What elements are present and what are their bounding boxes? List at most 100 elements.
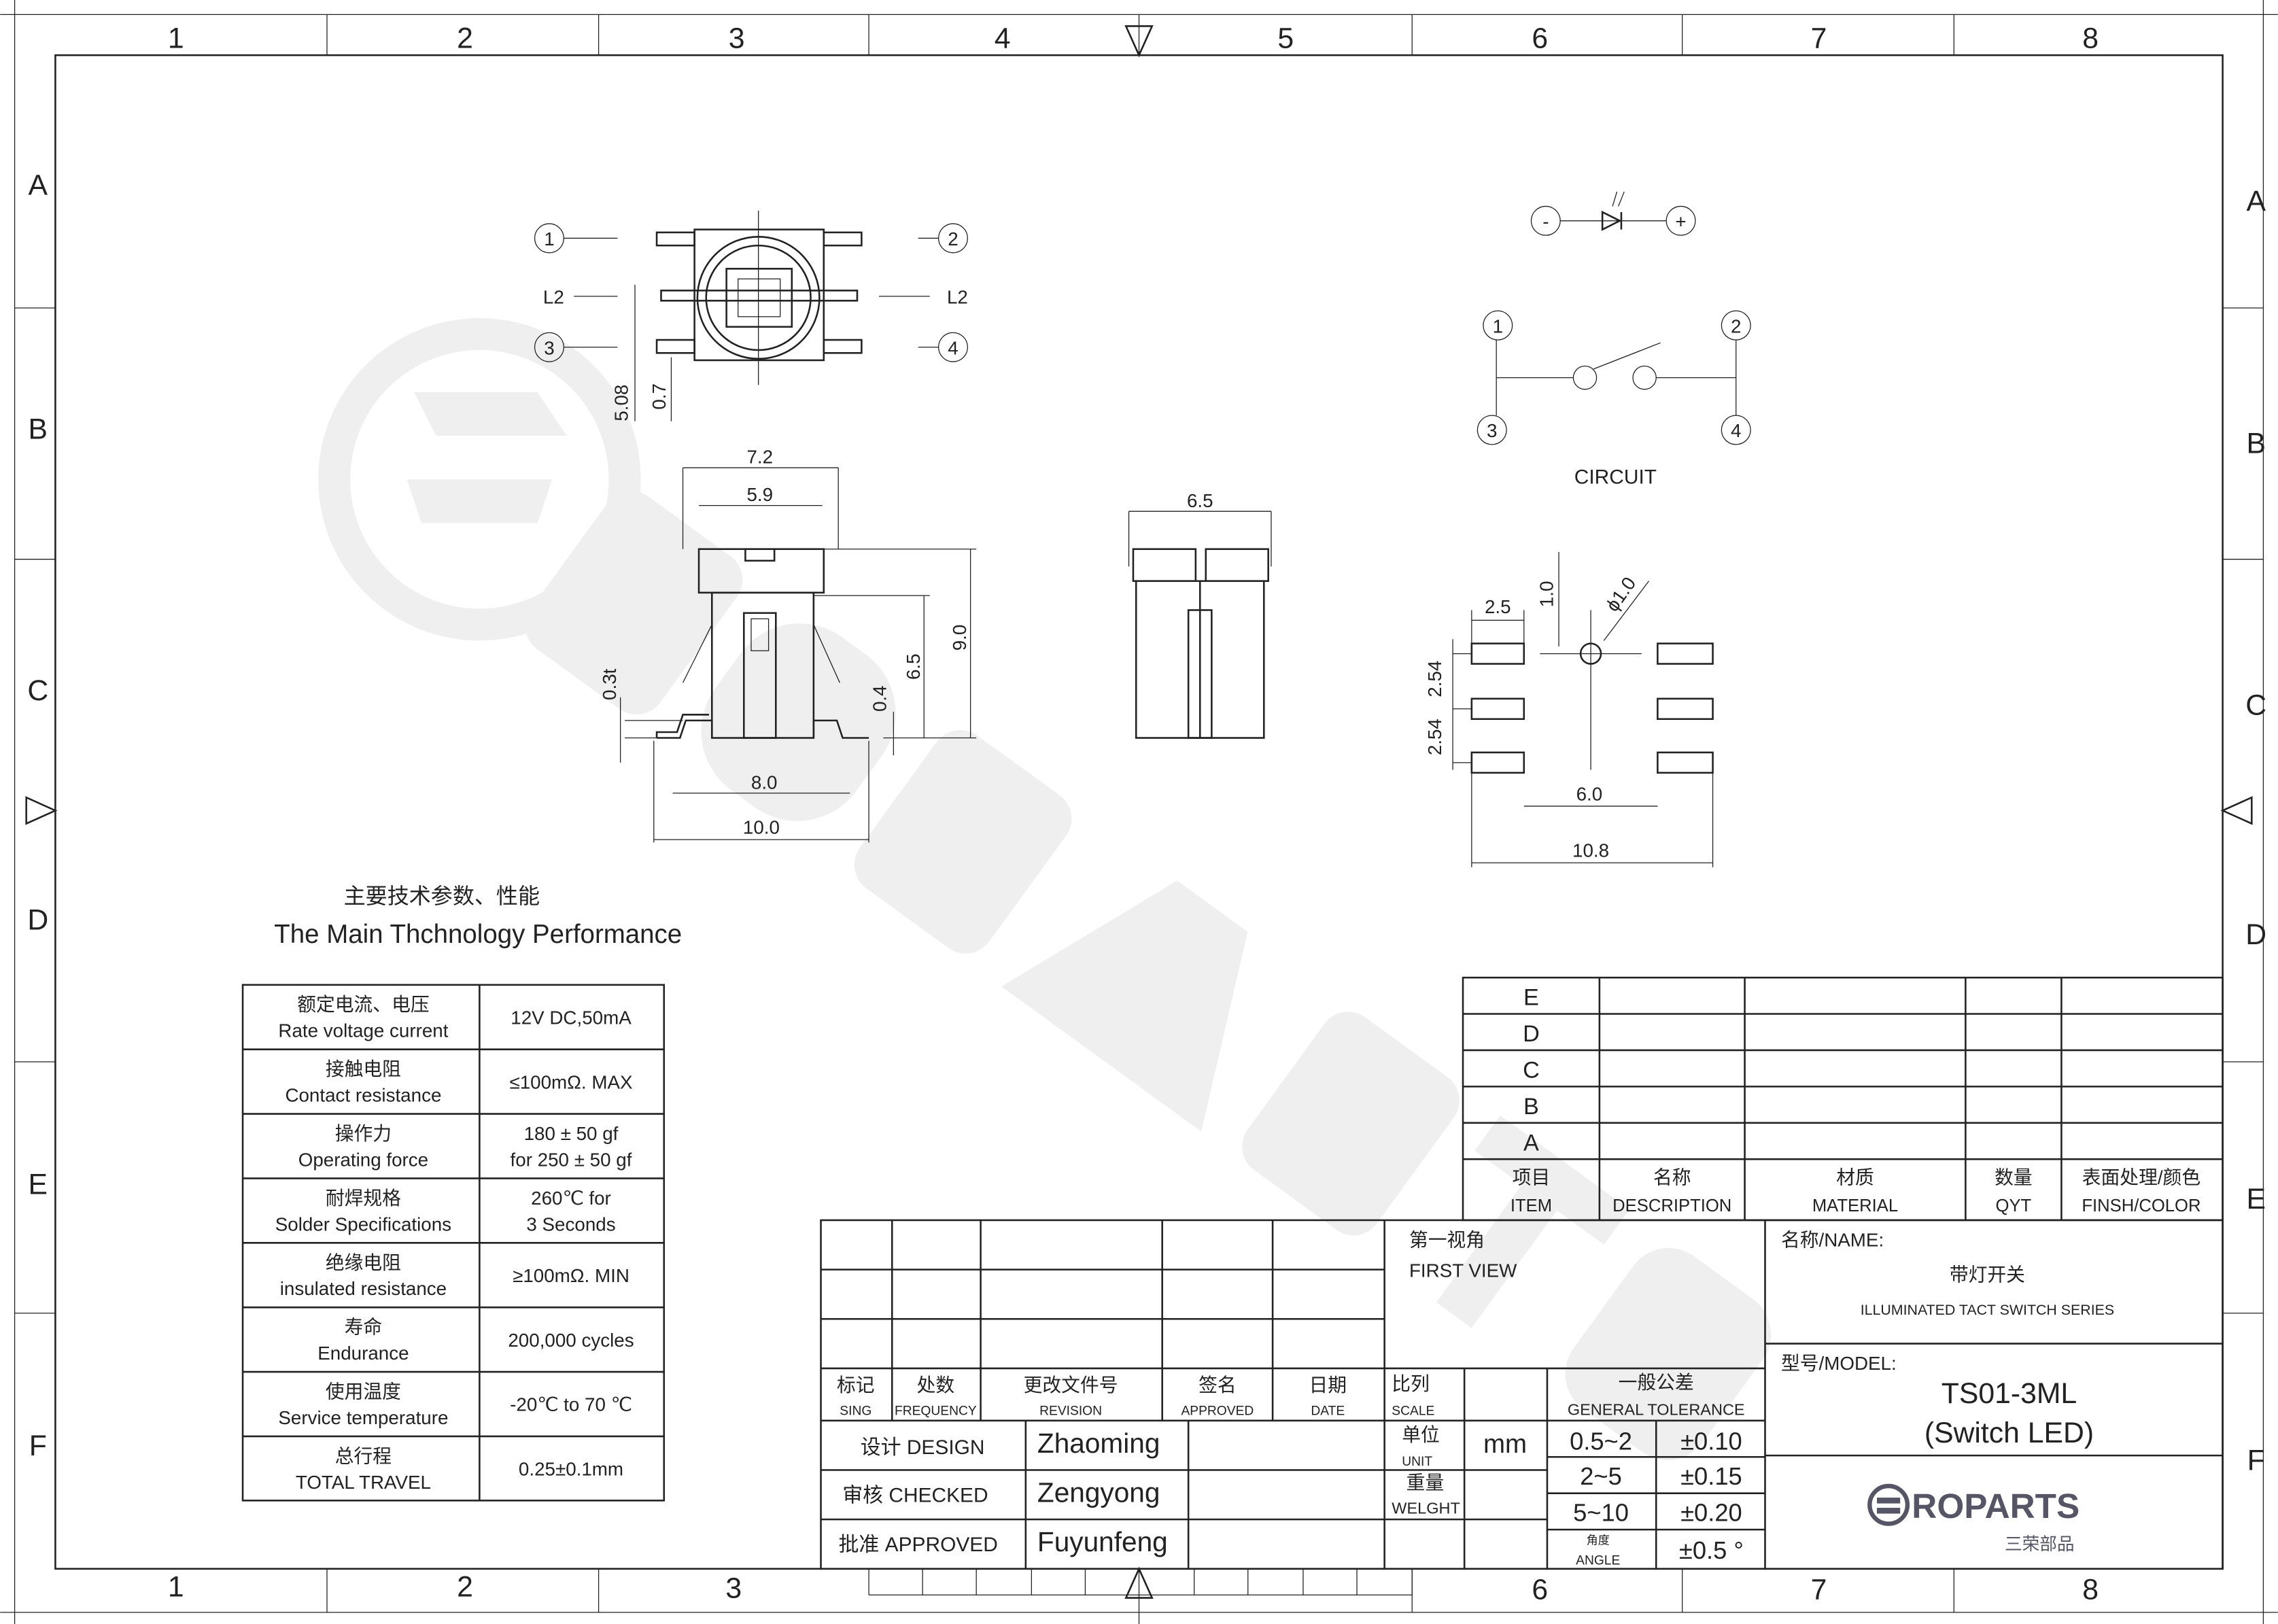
pin-label: 4 <box>948 337 958 358</box>
row-label: F <box>2247 1444 2265 1476</box>
bom-header-en: QYT <box>1996 1196 2032 1215</box>
dim-label: 6.5 <box>1187 490 1213 511</box>
revision-header-cn: 日期 <box>1309 1375 1347 1396</box>
l2-label: L2 <box>543 287 564 308</box>
spec-value: 3 Seconds <box>526 1213 615 1234</box>
row-label: A <box>2246 185 2266 218</box>
model-label: 型号/MODEL: <box>1781 1353 1897 1374</box>
revision-header-cn: 签名 <box>1198 1375 1237 1396</box>
bom-row-label: D <box>1523 1021 1540 1047</box>
dim-label: 7.2 <box>746 447 773 468</box>
dim-label: 10.8 <box>1572 840 1609 861</box>
spec-value: for 250 ± 50 gf <box>511 1149 632 1170</box>
col-label: 3 <box>729 22 745 55</box>
row-label: D <box>2245 918 2266 951</box>
bom-row-label: E <box>1523 985 1539 1011</box>
pin-label: 2 <box>948 228 958 249</box>
spec-label-en: Endurance <box>317 1343 409 1364</box>
dim-label: 2.54 <box>1424 661 1445 697</box>
revision-header-cn: 标记 <box>837 1375 875 1396</box>
product-name-en: ILLUMINATED TACT SWITCH SERIES <box>1861 1302 2114 1318</box>
pin-label: 1 <box>544 228 554 249</box>
dim-label: 0.4 <box>869 685 891 712</box>
led-symbol: - + <box>1530 191 1696 236</box>
bom-header-cn: 表面处理/颜色 <box>2082 1167 2201 1188</box>
logo-text-cn: 三荣部品 <box>2005 1534 2075 1554</box>
col-label: 6 <box>1532 1574 1548 1606</box>
tolerance-value: ±0.20 <box>1680 1498 1742 1526</box>
tolerance-value: ±0.10 <box>1680 1428 1742 1455</box>
dim-label: ϕ1.0 <box>1602 573 1640 615</box>
circuit-diagram: 1 2 3 4 CIRCUIT <box>1477 310 1751 489</box>
bom-header-en: MATERIAL <box>1812 1196 1898 1215</box>
pin-label: 1 <box>1493 315 1503 336</box>
col-label: 1 <box>168 22 184 55</box>
spec-label-en: Solder Specifications <box>275 1213 451 1234</box>
dim-label: 8.0 <box>751 772 778 793</box>
weight-en: WELGHT <box>1392 1500 1460 1517</box>
pin-label: 3 <box>1487 420 1497 441</box>
row-label: C <box>27 674 48 707</box>
specs-table: 主要技术参数、性能 The Main Thchnology Performanc… <box>241 884 682 1502</box>
spec-label-en: Rate voltage current <box>278 1020 448 1041</box>
name-label: 名称/NAME: <box>1781 1229 1884 1250</box>
spec-value: -20℃ to 70 ℃ <box>510 1394 632 1415</box>
revision-header-cn: 处数 <box>917 1375 955 1396</box>
col-label: 8 <box>2082 1574 2099 1606</box>
first-view-en: FIRST VIEW <box>1409 1260 1517 1281</box>
bom-header-en: DESCRIPTION <box>1612 1196 1731 1215</box>
tolerance-range: 2~5 <box>1580 1462 1622 1490</box>
row-label: D <box>27 904 48 937</box>
roparts-logo: ROPARTS 三荣部品 <box>1867 1483 2079 1554</box>
dim-label: 0.7 <box>649 383 670 410</box>
col-label: 2 <box>457 1570 473 1603</box>
spec-label-en: Contact resistance <box>285 1085 441 1106</box>
logo-text: ROPARTS <box>1912 1487 2079 1525</box>
approver-name: Fuyunfeng <box>1037 1526 1168 1557</box>
tolerance-cn: 一般公差 <box>1619 1372 1694 1393</box>
bom-header-cn: 名称 <box>1653 1167 1691 1188</box>
product-name-cn: 带灯开关 <box>1950 1264 2025 1285</box>
pin-label: 3 <box>544 337 554 358</box>
bom-table: E D C B A 项目ITEM名称DESCRIPTION材质MATERIAL数… <box>1462 976 2224 1222</box>
specs-title-en: The Main Thchnology Performance <box>274 920 682 949</box>
spec-value: 180 ± 50 gf <box>524 1123 619 1144</box>
spec-value: 200,000 cycles <box>508 1330 634 1351</box>
pin-label: 2 <box>1731 315 1741 336</box>
bom-row-label: A <box>1523 1130 1539 1156</box>
angle-en: ANGLE <box>1576 1553 1620 1568</box>
revision-header-cn: 更改文件号 <box>1024 1375 1118 1396</box>
bom-row-label: B <box>1523 1094 1539 1120</box>
bom-row-label: C <box>1523 1058 1540 1084</box>
spec-label-cn: 绝缘电阻 <box>326 1252 401 1273</box>
dim-label: 10.0 <box>743 817 780 838</box>
dim-label: 9.0 <box>949 625 970 651</box>
bom-header-cn: 项目 <box>1513 1167 1551 1188</box>
watermark <box>318 317 1772 1460</box>
bom-header-cn: 数量 <box>1995 1167 2033 1188</box>
col-label: 3 <box>725 1572 742 1605</box>
spec-value: 260℃ for <box>531 1188 611 1209</box>
row-label: C <box>2245 689 2266 721</box>
unit-cn: 单位 <box>1402 1424 1440 1445</box>
revision-header-en: FREQUENCY <box>895 1404 977 1418</box>
checked-label: 审核 CHECKED <box>842 1485 988 1507</box>
led-plus: + <box>1675 211 1686 232</box>
model-subtitle: (Switch LED) <box>1925 1417 2094 1449</box>
unit-en: UNIT <box>1402 1455 1432 1469</box>
dim-label: 1.0 <box>1536 581 1557 608</box>
approved-label: 批准 APPROVED <box>839 1534 998 1556</box>
spec-label-en: Service temperature <box>278 1407 448 1428</box>
dim-label: 0.3t <box>599 668 620 700</box>
tolerance-en: GENERAL TOLERANCE <box>1568 1400 1745 1418</box>
row-label: F <box>29 1430 47 1462</box>
spec-label-en: Operating force <box>298 1149 428 1170</box>
col-label: 2 <box>457 22 473 55</box>
col-label: 6 <box>1532 22 1548 55</box>
spec-label-cn: 总行程 <box>335 1445 392 1466</box>
led-minus: - <box>1542 211 1549 232</box>
col-label: 5 <box>1277 22 1294 55</box>
tolerance-range: 5~10 <box>1573 1498 1629 1526</box>
unit-value: mm <box>1483 1430 1527 1459</box>
